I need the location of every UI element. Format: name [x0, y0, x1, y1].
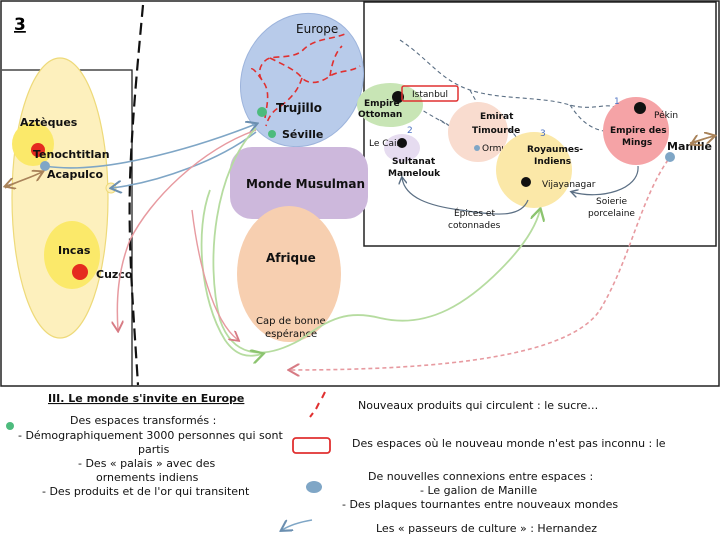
legend-red-dash-symbol — [309, 391, 326, 418]
istanbul-dot — [392, 91, 404, 103]
cap-label-1: Cap de bonne — [256, 316, 326, 327]
legend-red-box-text: Des espaces où le nouveau monde n'est pa… — [352, 437, 666, 450]
manille-label: Manille — [667, 140, 712, 153]
manille-galion-arrow-back — [692, 136, 715, 144]
legend-col1-2: partis — [138, 443, 170, 456]
blue-route-1 — [44, 124, 256, 169]
europe-sugar-route — [249, 33, 361, 127]
ottoman-label-1: Empire — [364, 99, 400, 109]
legend-col1-4: ornements indiens — [96, 471, 199, 484]
soierie-label-2: porcelaine — [588, 209, 635, 219]
afrique-region — [237, 206, 341, 342]
asia-dashed-routes — [399, 39, 619, 176]
green-route-2 — [200, 189, 262, 356]
europe-label: Europe — [296, 22, 338, 36]
ottoman-region — [357, 83, 423, 127]
le-caire-label: Le Caire — [369, 139, 406, 149]
vijayanagar-dot — [521, 177, 531, 187]
sultanat-label-2: Mamelouk — [388, 169, 441, 179]
cuzco-dot — [72, 264, 88, 280]
azteques-label: Aztèques — [20, 116, 78, 129]
trujillo-dot — [257, 107, 267, 117]
epices-label-1: Épices et — [454, 207, 495, 219]
ottoman-label-2: Ottoman — [358, 110, 402, 120]
legend-col1-3: - Des « palais » avec des — [78, 457, 216, 470]
pekin-label: Pékin — [654, 110, 678, 121]
emirat-label-1: Emirat — [480, 112, 514, 122]
pink-route-asia — [290, 159, 669, 370]
royaumes-region — [496, 132, 572, 208]
legend-galion: - Le galion de Manille — [420, 484, 537, 497]
brown-galion-route-end — [6, 171, 43, 186]
seville-label: Séville — [282, 128, 323, 141]
emirat-region — [448, 102, 508, 162]
legend-col1-1: - Démographiquement 3000 personnes qui s… — [18, 429, 283, 442]
num-3: 3 — [540, 129, 546, 139]
epices-label-2: cotonnades — [448, 221, 501, 231]
pink-route-center — [191, 209, 238, 340]
blue-route-2 — [112, 131, 257, 188]
map-frame — [0, 0, 720, 387]
le-caire-dot — [397, 138, 407, 148]
asia-inset-frame — [363, 1, 717, 247]
legend-red-box-symbol — [292, 437, 331, 454]
pink-route-1 — [117, 129, 257, 330]
pekin-dot — [634, 102, 646, 114]
manille-dot — [665, 152, 675, 162]
tenochtitlan-dot — [31, 143, 45, 157]
num-1: 1 — [614, 97, 620, 107]
seville-dot — [268, 130, 276, 138]
legend-connections: De nouvelles connexions entre espaces : — [368, 470, 593, 483]
mings-region — [603, 97, 669, 165]
vijayanagar-label: Vijayanagar — [542, 180, 596, 190]
legend-red-dash-text: Nouveaux produits qui circulent : le suc… — [358, 399, 598, 412]
ormuz-dot — [474, 145, 480, 151]
legend-title: III. Le monde s'invite en Europe — [48, 392, 244, 405]
green-route — [212, 127, 540, 354]
mings-label-1: Empire des — [610, 126, 667, 136]
istanbul-label: Istanbul — [412, 90, 448, 100]
america-region — [11, 57, 109, 339]
trujillo-label: Trujillo — [276, 101, 322, 115]
legend-plaques: - Des plaques tournantes entre nouveaux … — [342, 498, 618, 511]
slide-number: 3 — [14, 15, 26, 35]
acapulco-label: Acapulco — [47, 168, 103, 181]
royaumes-label-2: Indiens — [534, 157, 571, 167]
emirat-label-2: Timourde — [472, 126, 520, 136]
legend-blue-arrow-symbol — [282, 519, 313, 530]
legend-blue-dot — [306, 481, 322, 493]
monde-musulman-label: Monde Musulman — [246, 177, 365, 191]
istanbul-box — [401, 85, 459, 102]
ormuz-label: Ormuz — [482, 144, 512, 154]
afrique-label: Afrique — [266, 251, 316, 265]
incas-label: Incas — [58, 244, 91, 257]
aztec-region — [12, 122, 54, 166]
epices-arrow — [402, 178, 529, 215]
sultanat-label-1: Sultanat — [392, 157, 436, 167]
cuzco-label: Cuzco — [96, 268, 133, 281]
tordesillas-line — [128, 4, 145, 386]
legend-col1-0: Des espaces transformés : — [70, 414, 216, 427]
tenochtitlan-label: Tenochtitlan — [33, 148, 110, 161]
num-2: 2 — [407, 126, 413, 136]
royaumes-label-1: Royaumes- — [527, 145, 583, 155]
legend-green-dot — [6, 422, 14, 430]
mings-label-2: Mings — [622, 138, 652, 148]
legend-col1-5: - Des produits et de l'or qui transitent — [42, 485, 250, 498]
legend-passeurs: Les « passeurs de culture » : Hernandez — [376, 522, 597, 535]
soierie-label-1: Soierie — [596, 197, 627, 207]
monde-musulman-region — [230, 147, 368, 219]
soierie-arrow — [572, 165, 639, 195]
